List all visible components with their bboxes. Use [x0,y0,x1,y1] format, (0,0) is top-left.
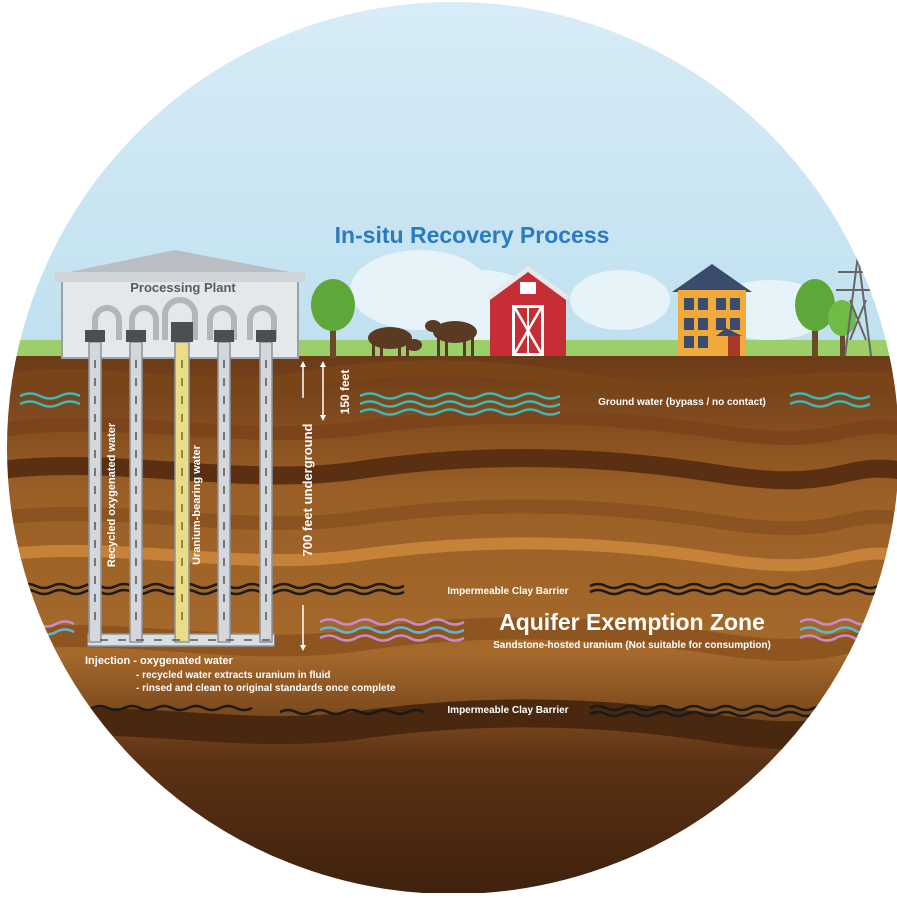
clay-barrier-lower [59,704,831,718]
groundwater-label: Ground water (bypass / no contact) [598,397,766,408]
depth-short-label: 150 feet [338,370,352,415]
plant-label: Processing Plant [130,280,236,295]
barn [486,266,570,356]
injection-line-3: - rinsed and clean to original standards… [136,683,396,694]
groundwater-waves [19,392,871,416]
depth-long-label: 700 feet underground [300,423,315,556]
injection-line-2: - recycled water extracts uranium in flu… [136,670,331,681]
clay-barrier-upper-label: Impermeable Clay Barrier [447,586,568,597]
aquifer-zone-subtitle: Sandstone-hosted uranium (Not suitable f… [493,640,771,651]
clay-barrier-lower-label: Impermeable Clay Barrier [447,705,568,716]
injection-line-1: Injection - oxygenated water [85,655,234,667]
house [672,264,752,356]
well-center-label: Uranium-bearing water [191,444,203,565]
well-left-label: Recycled oxygenated water [106,422,118,567]
processing-plant [55,250,305,359]
wells [85,322,276,647]
depth-markers [300,361,326,651]
diagram-title: In-situ Recovery Process [335,222,610,248]
clay-barrier-upper [19,582,879,596]
aquifer-zone-title: Aquifer Exemption Zone [499,609,765,635]
cows [368,320,477,357]
